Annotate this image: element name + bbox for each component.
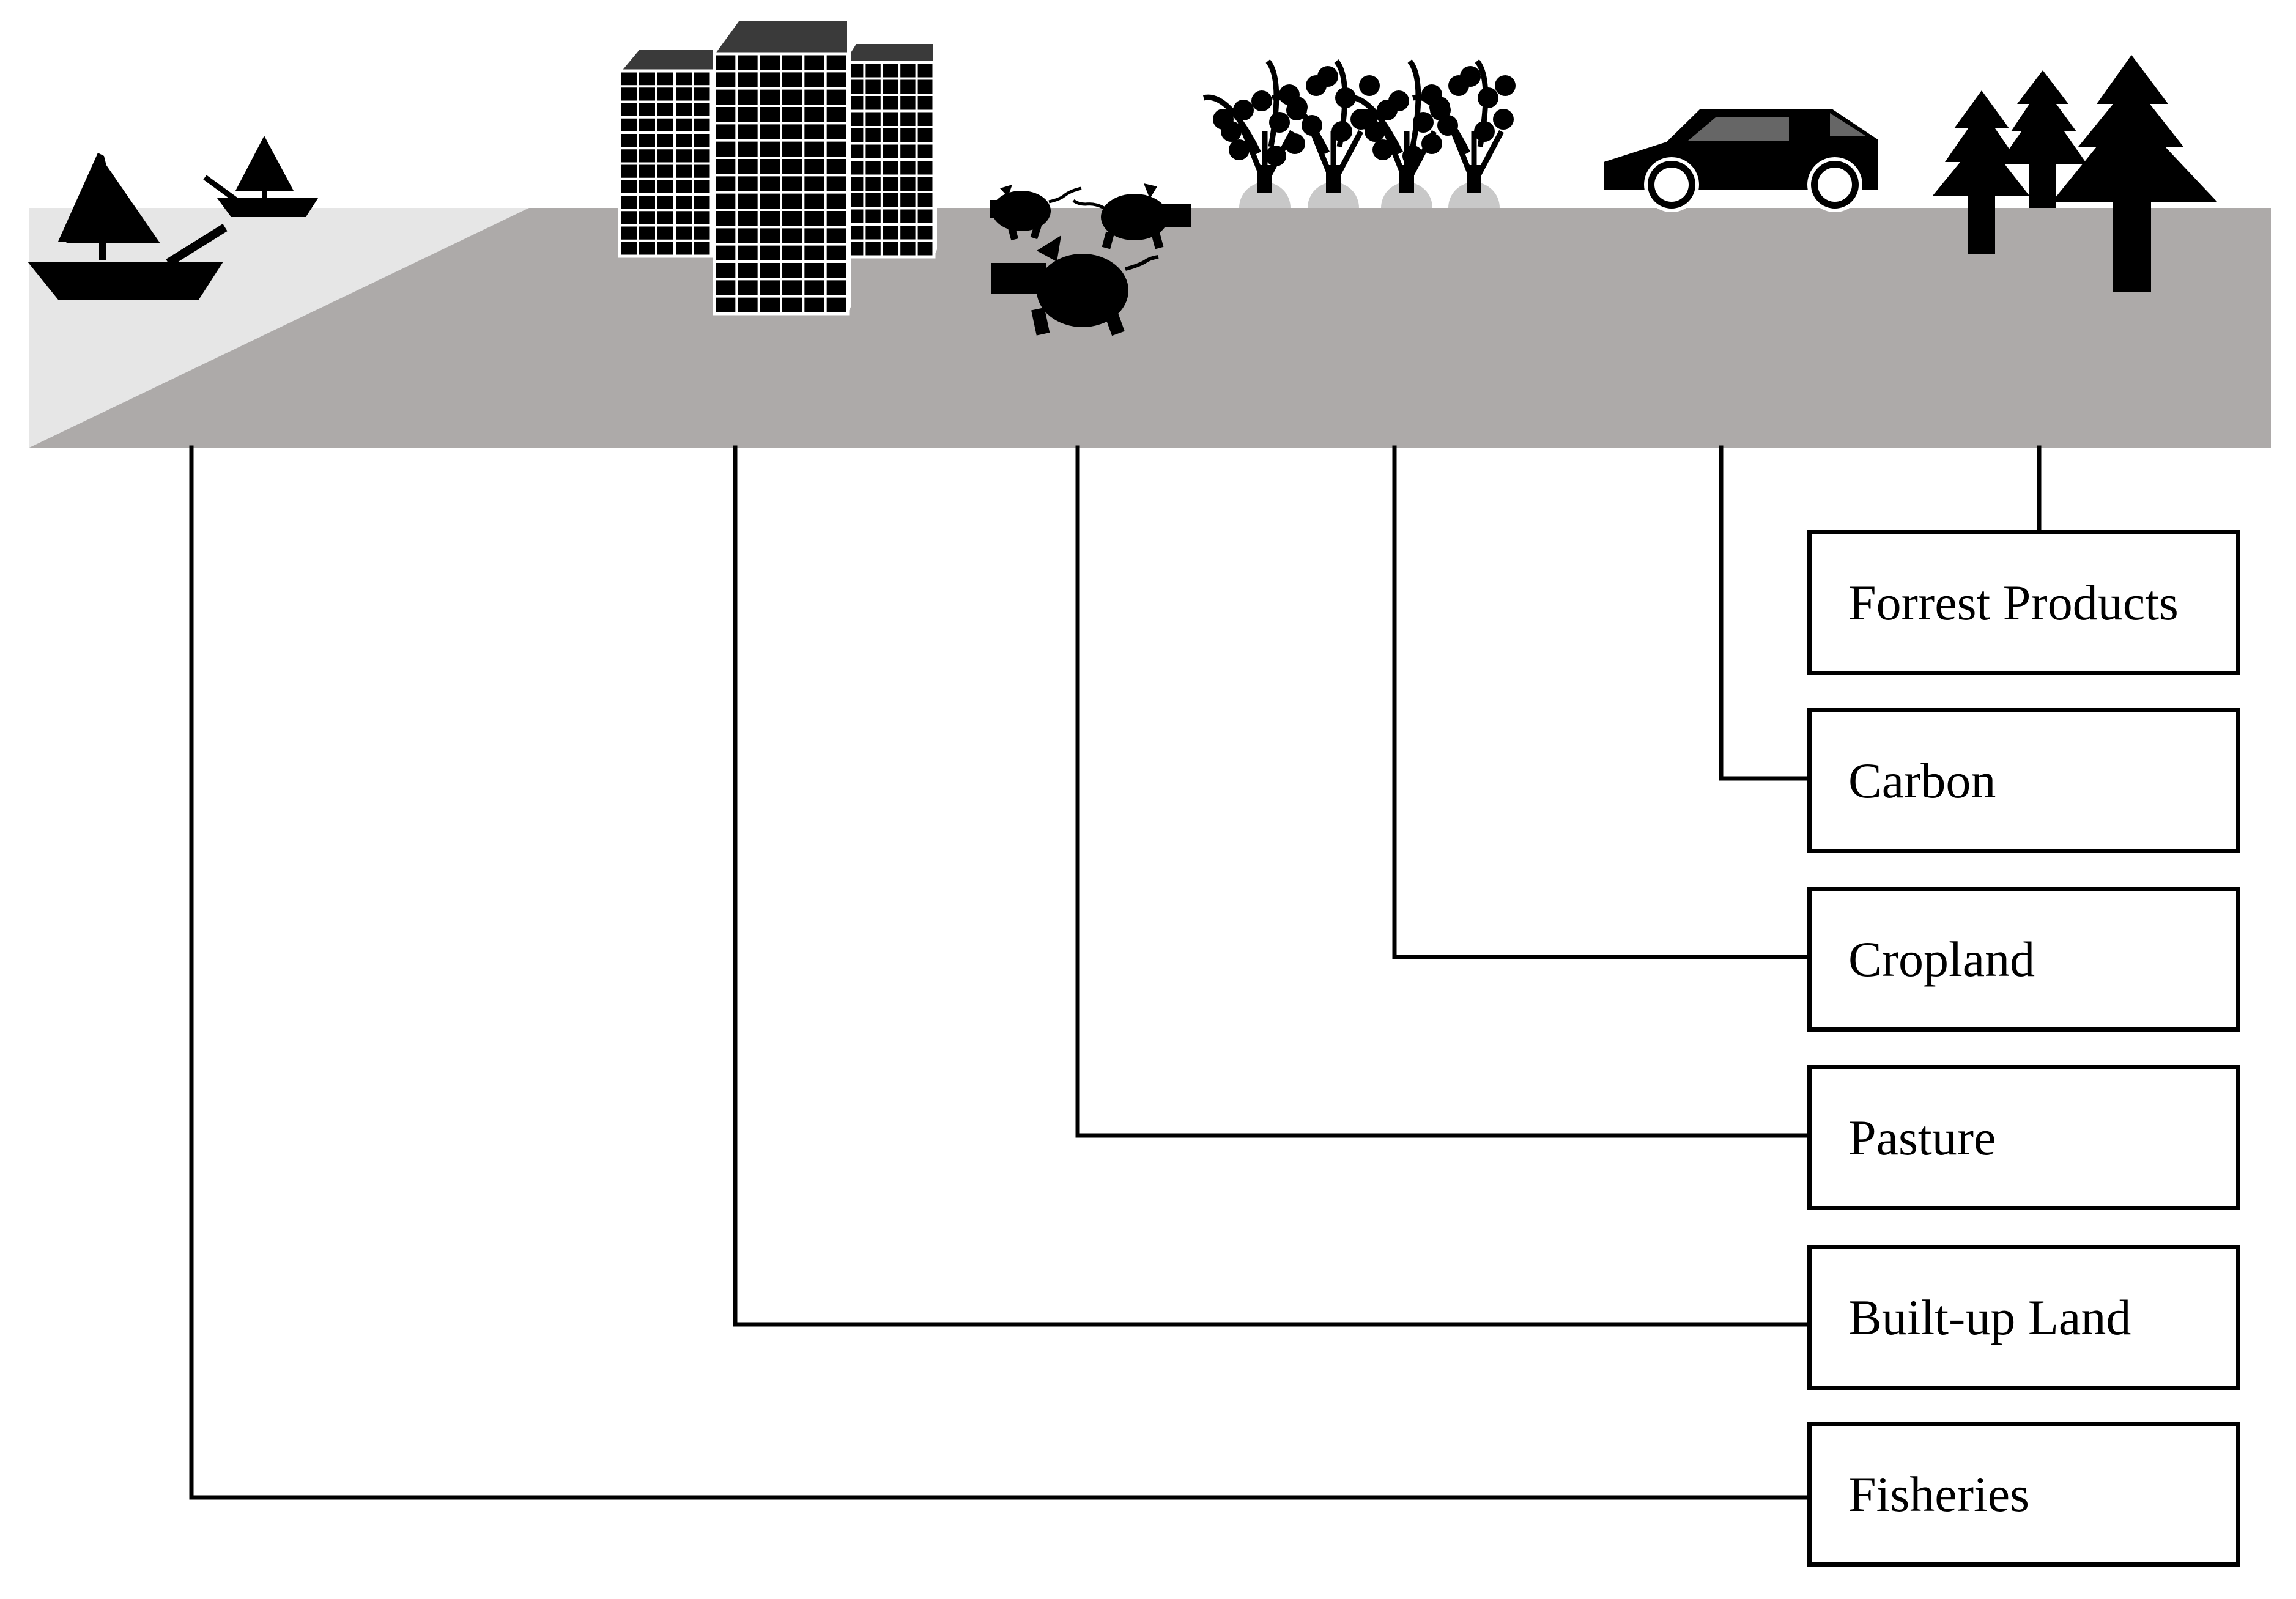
label-pasture: Pasture [1848,1109,1996,1165]
pig-icon [990,185,1082,241]
label-box-forest-products: Forrest Products [1807,530,2240,675]
connector-pasture [1075,445,1810,1138]
car-icon [1604,109,1878,212]
label-cropland: Cropland [1848,931,2035,987]
pig-icon [991,235,1159,336]
sailboat-icon [28,153,228,300]
tree-icon [2052,55,2217,292]
pig-icon [1072,183,1191,249]
label-box-pasture: Pasture [1807,1065,2240,1210]
connector-builtup [733,445,1810,1327]
ground-strip [29,208,2271,448]
sailboat-icon [203,136,318,217]
label-box-fisheries: Fisheries [1807,1422,2240,1567]
tree-icon [1999,70,2087,208]
connector-carbon [1719,445,1810,781]
label-forest-products: Forrest Products [1848,574,2179,630]
label-box-carbon: Carbon [1807,708,2240,853]
building-icon [618,21,937,316]
label-fisheries: Fisheries [1848,1466,2030,1522]
label-built-up-land: Built-up Land [1848,1289,2131,1345]
label-box-built-up-land: Built-up Land [1807,1245,2240,1390]
label-carbon: Carbon [1848,752,1996,808]
tree-icon [1933,90,2029,254]
connector-cropland [1392,445,1810,959]
crop-icon [1202,59,1516,208]
label-box-cropland: Cropland [1807,887,2240,1032]
connector-lines [189,445,2042,1500]
connector-fisheries [189,445,1810,1500]
